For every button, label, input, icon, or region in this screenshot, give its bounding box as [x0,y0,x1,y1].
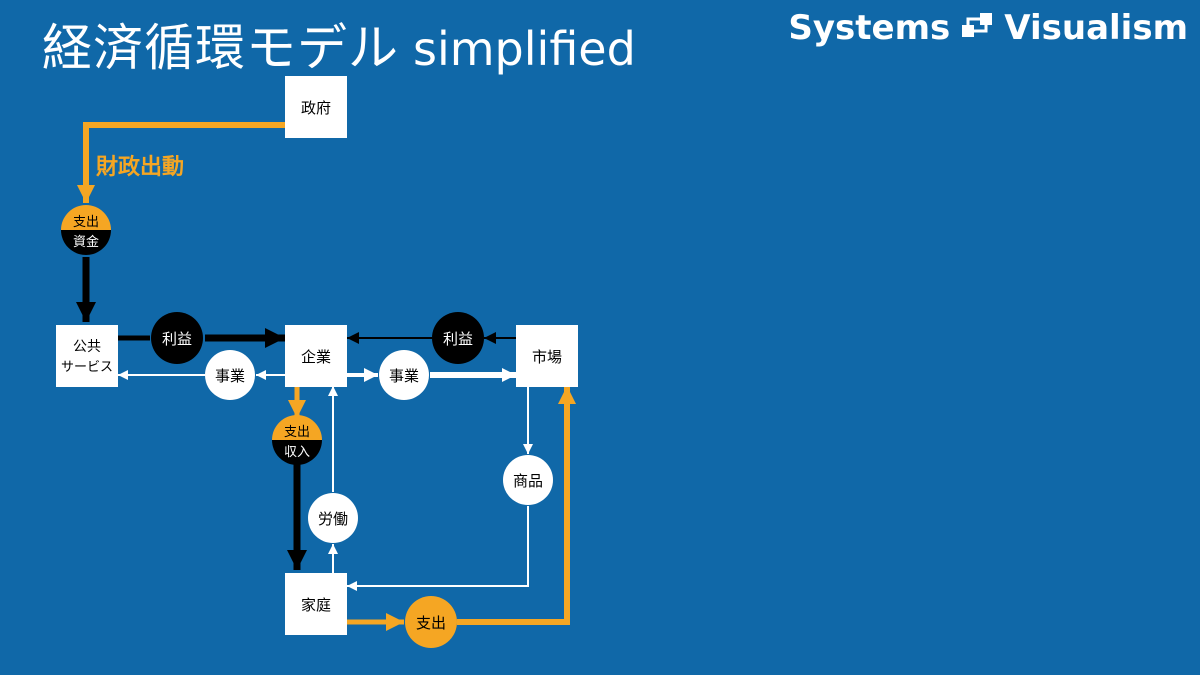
circle-spend-funds-top: 支出 [73,215,99,230]
node-enterprise-label: 企業 [301,348,331,366]
title-subtitle: simplified [413,22,636,76]
circle-spend-income-bottom: 収入 [284,445,310,460]
circle-labor-label: 労働 [318,510,348,528]
circle-household-spend-label: 支出 [416,614,446,632]
title-main: 経済循環モデル [42,19,399,77]
circle-household-spend: 支出 [405,596,457,648]
page-title: 経済循環モデル simplified [42,8,636,89]
circle-goods-label: 商品 [513,472,543,490]
circle-spend-income-top: 支出 [284,425,310,440]
circle-business-left: 事業 [205,350,255,400]
systems-visualism-logo-icon [962,13,993,37]
brand-right-text: Visualism [1004,8,1188,48]
arrow-goods-to-household [347,506,529,591]
circle-spend-funds-bottom: 資金 [73,234,99,250]
node-market: 市場 [516,325,578,387]
node-government: 政府 [285,76,347,138]
node-enterprise: 企業 [285,325,347,387]
circle-labor: 労働 [308,493,358,543]
circle-spend-funds: 支出 資金 [61,205,111,255]
brand-left-text: Systems [788,8,951,48]
circle-business-right-label: 事業 [389,367,419,385]
circle-goods: 商品 [503,455,553,505]
circle-business-left-label: 事業 [215,367,245,385]
node-public-service-label-2: サービス [61,360,113,375]
circle-spend-income: 支出 収入 [272,415,322,465]
circle-profit-right-label: 利益 [443,330,473,348]
node-household-label: 家庭 [301,596,331,614]
node-market-label: 市場 [532,348,562,366]
brand-logo: Systems Visualism [788,6,1188,50]
node-public-service-label-1: 公共 [73,339,101,355]
node-household: 家庭 [285,573,347,635]
node-public-service: 公共 サービス [56,325,118,387]
circle-profit-left-label: 利益 [162,330,192,348]
arrow-spend-to-market [457,386,576,625]
circle-profit-right: 利益 [432,312,484,364]
fiscal-stimulus-label: 財政出動 [96,154,184,180]
circle-business-right: 事業 [379,350,429,400]
arrow-fiscal-stimulus [77,122,285,203]
node-government-label: 政府 [301,99,331,117]
circle-profit-left: 利益 [151,312,203,364]
